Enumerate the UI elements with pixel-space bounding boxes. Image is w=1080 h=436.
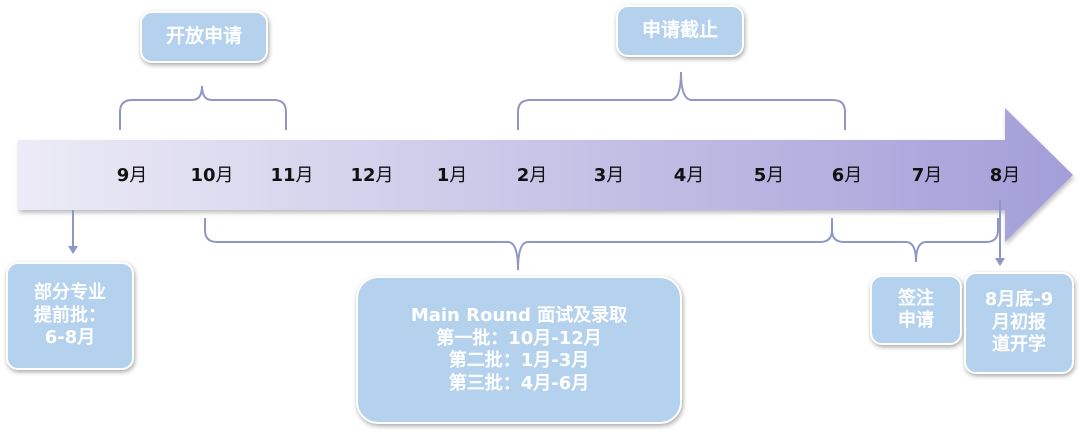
month-label: 6月	[817, 161, 877, 187]
application-deadline-bracket	[517, 71, 846, 130]
enrollment-line-1: 8月底-9	[984, 289, 1054, 311]
early-batch-box: 部分专业 提前批： 6-8月	[6, 262, 134, 370]
month-unit: 月	[844, 165, 863, 186]
month-label: 10月	[182, 161, 242, 187]
month-number: 9	[116, 165, 130, 186]
visa-bracket	[831, 218, 999, 263]
main-round-box: Main Round 面试及录取 第一批：10月-12月 第二批：1月-3月 第…	[356, 276, 682, 424]
month-number: 1	[436, 165, 450, 186]
month-number: 12	[350, 165, 376, 186]
month-label: 7月	[897, 161, 957, 187]
month-number: 6	[831, 165, 845, 186]
month-number: 7	[911, 165, 925, 186]
month-unit: 月	[924, 165, 943, 186]
month-unit: 月	[606, 165, 625, 186]
month-unit: 月	[1002, 165, 1021, 186]
month-unit: 月	[766, 165, 785, 186]
enrollment-line-3: 道开学	[992, 334, 1046, 356]
month-label: 5月	[739, 161, 799, 187]
main-round-bracket	[204, 218, 833, 271]
application-deadline-label: 申请截止	[641, 19, 718, 42]
visa-line-2: 申请	[898, 310, 934, 331]
month-number: 8	[989, 165, 1003, 186]
month-label: 12月	[342, 161, 402, 187]
early-batch-pointer-head	[68, 246, 78, 254]
early-batch-line-1: 部分专业	[34, 282, 106, 304]
month-label: 11月	[262, 161, 322, 187]
visa-box: 签注 申请	[870, 275, 962, 345]
month-unit: 月	[215, 165, 234, 186]
early-batch-line-3: 6-8月	[44, 327, 96, 349]
visa-line-1: 签注	[898, 287, 934, 309]
month-label: 9月	[102, 161, 162, 187]
month-number: 2	[516, 165, 530, 186]
early-batch-line-2: 提前批：	[34, 304, 106, 326]
open-application-bracket	[119, 85, 287, 130]
main-round-title: Main Round 面试及录取	[410, 305, 628, 326]
application-deadline-box: 申请截止	[616, 5, 744, 57]
month-unit: 月	[529, 165, 548, 186]
enrollment-box: 8月底-9 月初报 道开学	[964, 272, 1074, 374]
open-application-box: 开放申请	[140, 11, 268, 63]
month-unit: 月	[686, 165, 705, 186]
enrollment-line-2: 月初报	[992, 311, 1046, 333]
main-round-batch-3: 第三批：4月-6月	[448, 372, 590, 394]
month-label: 1月	[422, 161, 482, 187]
month-unit: 月	[129, 165, 148, 186]
month-number: 5	[753, 165, 767, 186]
month-number: 4	[673, 165, 687, 186]
month-number: 3	[593, 165, 607, 186]
month-unit: 月	[375, 165, 394, 186]
month-number: 10	[190, 165, 216, 186]
open-application-label: 开放申请	[165, 25, 242, 48]
month-label: 3月	[579, 161, 639, 187]
main-round-batch-1: 第一批：10月-12月	[436, 327, 602, 349]
timeline-arrow	[18, 108, 1073, 242]
month-number: 11	[270, 165, 296, 186]
enrollment-pointer-head	[995, 258, 1005, 266]
month-unit: 月	[449, 165, 468, 186]
month-label: 8月	[975, 161, 1035, 187]
month-unit: 月	[295, 165, 314, 186]
main-round-batch-2: 第二批：1月-3月	[448, 350, 590, 371]
month-label: 2月	[502, 161, 562, 187]
month-label: 4月	[659, 161, 719, 187]
